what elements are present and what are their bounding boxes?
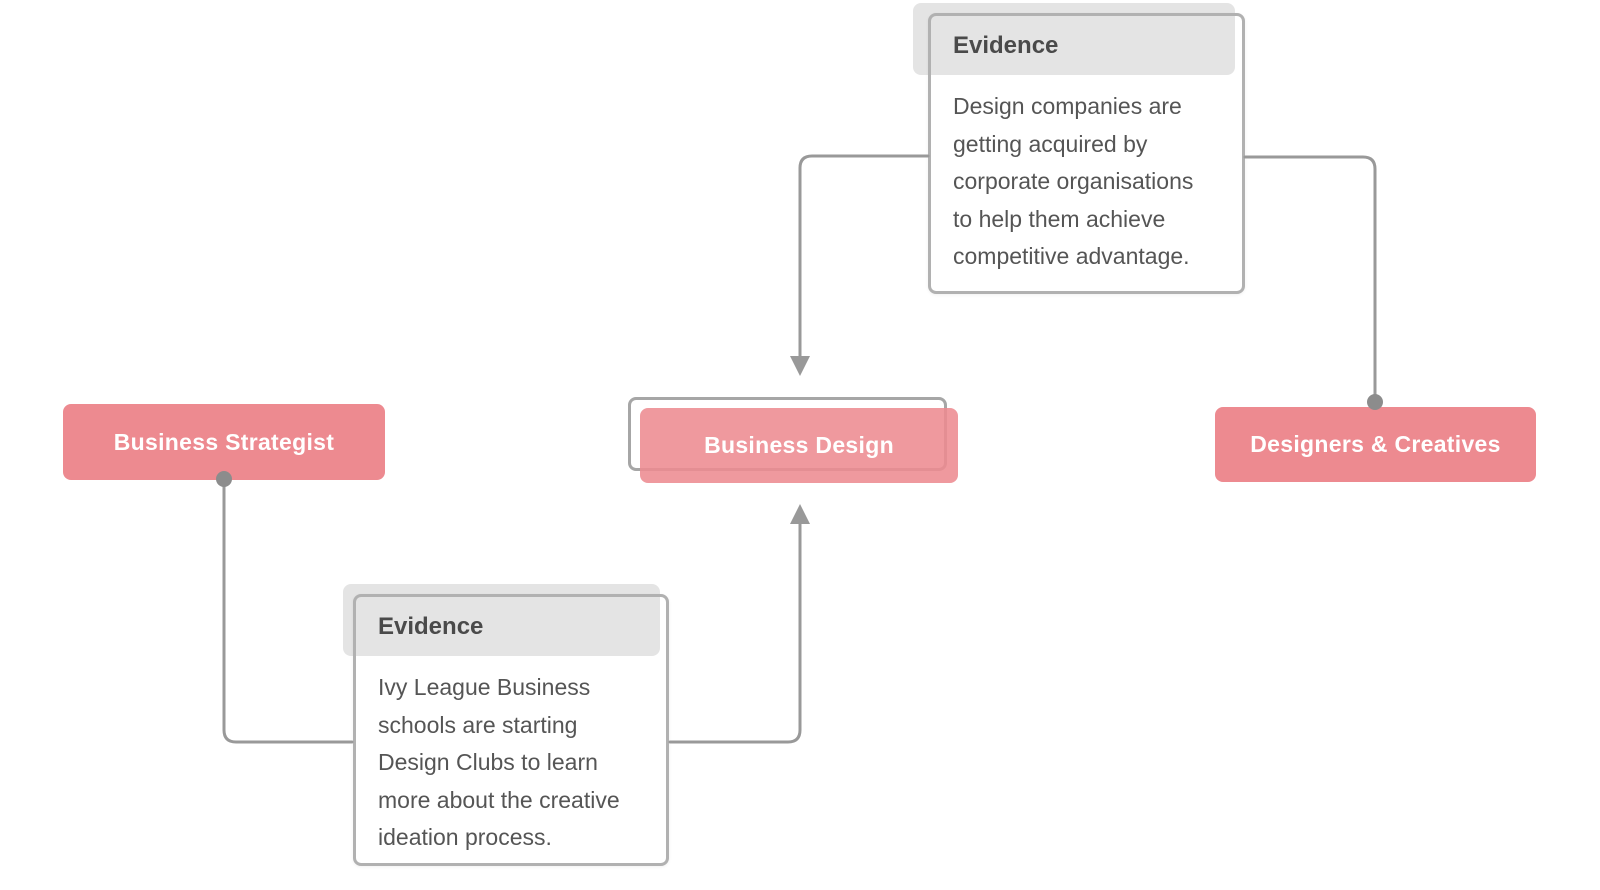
connector-evidence-top-to-designers[interactable] xyxy=(1243,155,1377,400)
evidence-card-top-text: Design companies are getting acquired by… xyxy=(953,93,1194,269)
connector-evidence-bottom-to-business-design[interactable] xyxy=(668,520,802,744)
evidence-card-top-title: Evidence xyxy=(953,32,1059,59)
node-designers-creatives-label: Designers & Creatives xyxy=(1250,431,1501,457)
evidence-card-top-body[interactable]: Evidence Design companies are getting ac… xyxy=(928,13,1245,294)
node-business-strategist[interactable]: Business Strategist xyxy=(63,404,385,480)
node-designers-creatives[interactable]: Designers & Creatives xyxy=(1215,407,1536,482)
evidence-card-bottom-text: Ivy League Business schools are starting… xyxy=(378,674,620,850)
connector-strategist-to-evidence-bottom[interactable] xyxy=(222,478,354,744)
arrowhead-down-icon xyxy=(790,356,810,376)
arrowhead-up-icon xyxy=(790,504,810,524)
evidence-card-bottom-title: Evidence xyxy=(378,613,484,640)
connector-evidence-top-to-business-design[interactable] xyxy=(798,154,930,360)
node-business-design[interactable]: Business Design xyxy=(640,408,958,483)
evidence-card-bottom-body[interactable]: Evidence Ivy League Business schools are… xyxy=(353,594,669,866)
node-business-design-label: Business Design xyxy=(704,432,894,458)
node-business-strategist-label: Business Strategist xyxy=(113,428,335,455)
